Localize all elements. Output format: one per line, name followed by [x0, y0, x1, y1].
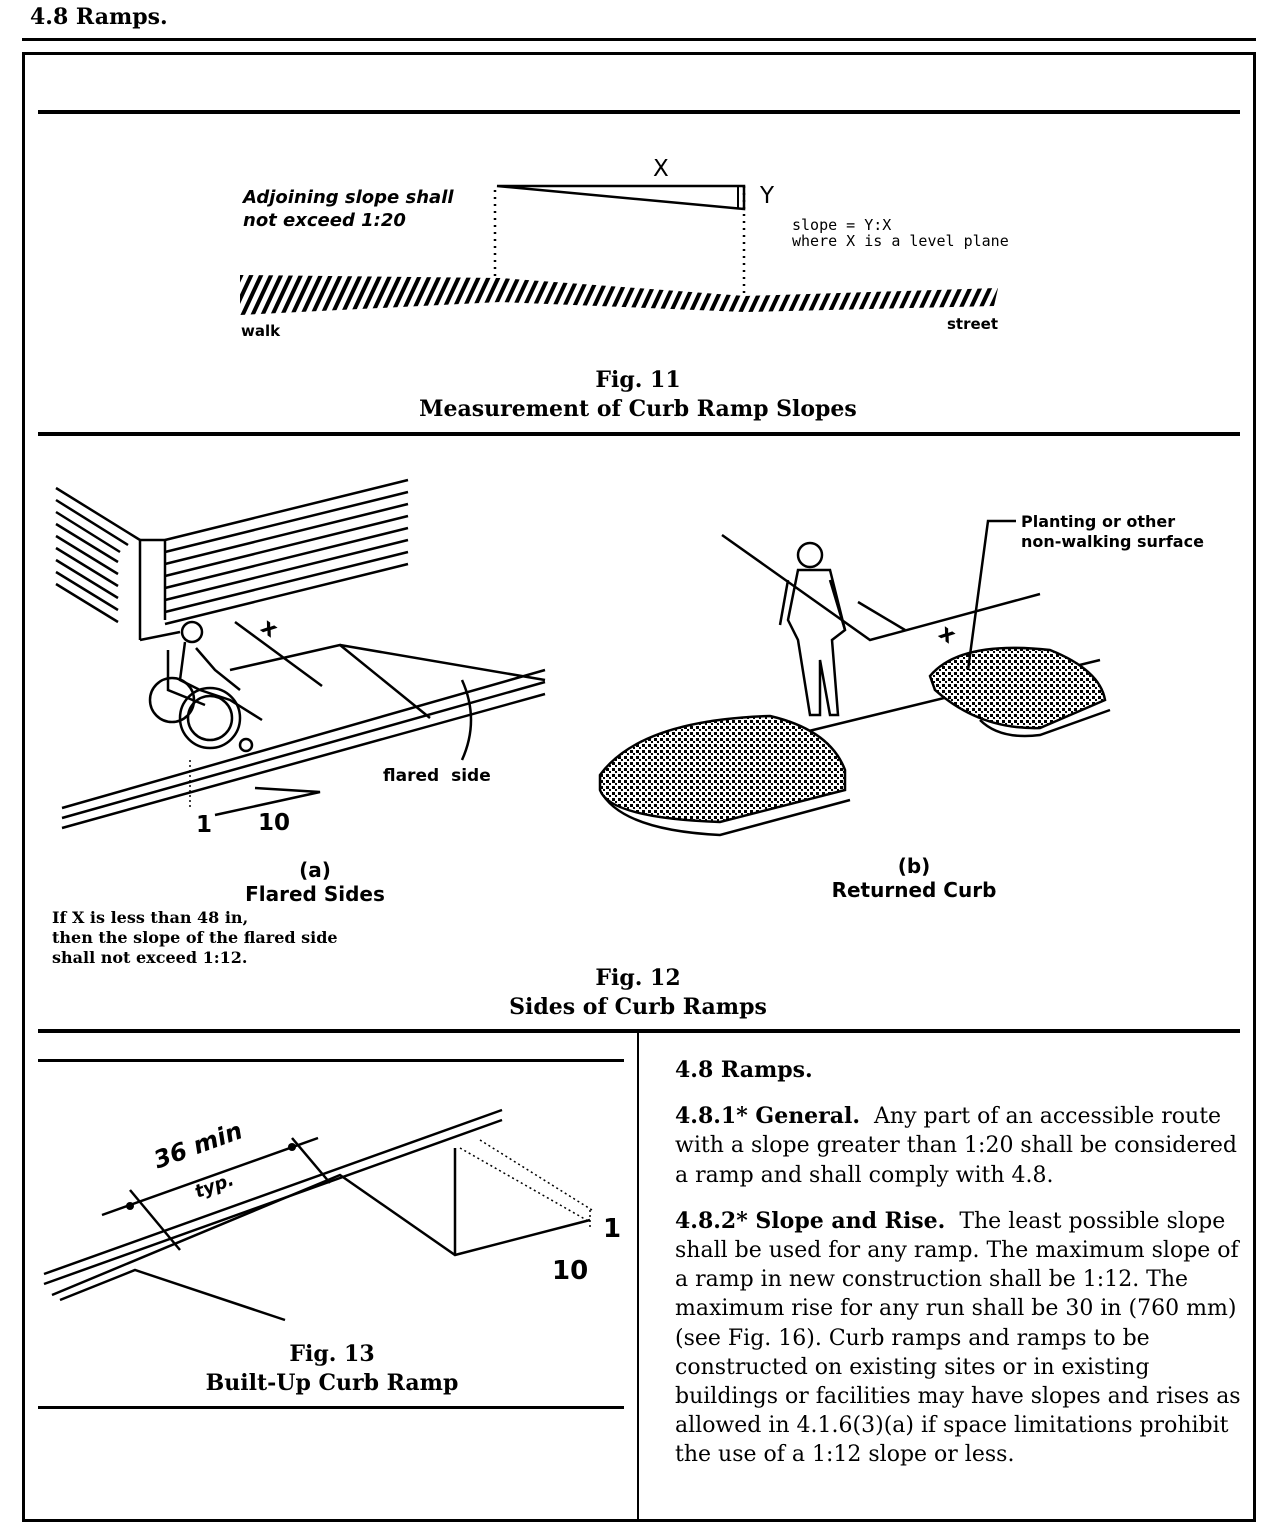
paragraph-4-8-1-body: Any part of an accessible route with a s…	[675, 1104, 1237, 1188]
label-x: X	[653, 156, 669, 182]
ratio-rise-a: 1	[196, 812, 213, 838]
label-y: Y	[760, 183, 775, 209]
adjoining-line-1: Adjoining slope shall	[243, 187, 454, 208]
fig13-bottom-rule	[38, 1406, 624, 1409]
fig13-dotted-guides	[459, 1139, 593, 1230]
fig13-top-rule	[38, 1059, 624, 1062]
slope-formula-line-1: slope = Y:X	[792, 216, 892, 234]
fig11-caption-number: Fig. 11	[595, 367, 681, 393]
paragraph-4-8-2-body: The least possible slope shall be used f…	[675, 1208, 1241, 1468]
sub-a-label: (a) Flared Sides	[210, 858, 420, 906]
section-header: 4.8 Ramps.	[30, 4, 168, 30]
sub-b-title: Returned Curb	[831, 878, 997, 902]
sub-a-title: Flared Sides	[245, 882, 385, 906]
fig12-caption-title: Sides of Curb Ramps	[509, 994, 767, 1020]
slope-triangle	[496, 184, 746, 211]
built-up-ramp	[43, 1108, 591, 1322]
planting-line-2: non-walking surface	[1021, 532, 1204, 551]
fig13-caption-title: Built-Up Curb Ramp	[205, 1370, 459, 1396]
planting-right	[928, 646, 1107, 730]
fig12-bottom-rule	[38, 1029, 1240, 1033]
fig11-caption-title: Measurement of Curb Ramp Slopes	[419, 396, 857, 422]
planting-line-1: Planting or other	[1021, 512, 1176, 531]
sub-b-label: (b) Returned Curb	[806, 854, 1022, 902]
figure-frame	[22, 52, 1256, 1522]
sub-a-letter: (a)	[299, 858, 331, 882]
wheelchair-user-icon	[148, 620, 263, 753]
flared-side-note: If X is less than 48 in, then the slope …	[52, 908, 338, 968]
ramps-heading: 4.8 Ramps.	[675, 1057, 813, 1083]
ratio-run-a: 10	[258, 810, 291, 836]
dim-dot-right	[288, 1143, 296, 1151]
fig12-caption: Fig. 12 Sides of Curb Ramps	[390, 964, 886, 1022]
ground-hatch	[240, 275, 998, 315]
note-line-3: shall not exceed 1:12.	[52, 948, 248, 967]
paragraph-4-8-1-label: 4.8.1* General.	[675, 1103, 861, 1130]
fig12-caption-number: Fig. 12	[595, 965, 681, 991]
dim-dot-left	[126, 1202, 134, 1210]
building-siding	[55, 478, 409, 642]
label-flared-side: flared side	[383, 766, 491, 786]
adjoining-line-2: not exceed 1:20	[243, 210, 406, 231]
paragraph-4-8-1: 4.8.1* General. Any part of an accessibl…	[675, 1102, 1247, 1190]
label-street: street	[947, 315, 999, 333]
fig11-bottom-rule	[38, 432, 1240, 436]
note-line-2: then the slope of the flared side	[52, 928, 338, 947]
fig11-caption: Fig. 11 Measurement of Curb Ramp Slopes	[340, 366, 936, 424]
column-divider	[637, 1033, 639, 1522]
planting-leader-line	[966, 519, 1016, 671]
sub-b-letter: (b)	[897, 854, 931, 878]
pedestrian-icon	[778, 541, 847, 717]
paragraph-4-8-2-label: 4.8.2* Slope and Rise.	[675, 1207, 946, 1234]
slope-formula: slope = Y:X where X is a level plane	[792, 217, 1009, 249]
planting-label: Planting or other non-walking surface	[1021, 512, 1204, 552]
header-rule	[22, 38, 1256, 41]
adjoining-slope-note: Adjoining slope shall not exceed 1:20	[243, 186, 454, 232]
ratio-run-13: 10	[552, 1256, 589, 1286]
ramps-text-column: 4.8 Ramps. 4.8.1* General. Any part of a…	[675, 1056, 1247, 1487]
fig13-caption: Fig. 13 Built-Up Curb Ramp	[150, 1340, 514, 1398]
note-line-1: If X is less than 48 in,	[52, 908, 249, 927]
planting-left	[598, 714, 847, 824]
ratio-rise-13: 1	[603, 1214, 622, 1244]
flared-ramp	[61, 620, 546, 830]
paragraph-4-8-2: 4.8.2* Slope and Rise. The least possibl…	[675, 1207, 1247, 1470]
fig11-top-rule	[38, 110, 1240, 114]
slope-formula-line-2: where X is a level plane	[792, 232, 1009, 250]
label-walk: walk	[241, 322, 281, 340]
fig13-caption-number: Fig. 13	[289, 1341, 375, 1367]
